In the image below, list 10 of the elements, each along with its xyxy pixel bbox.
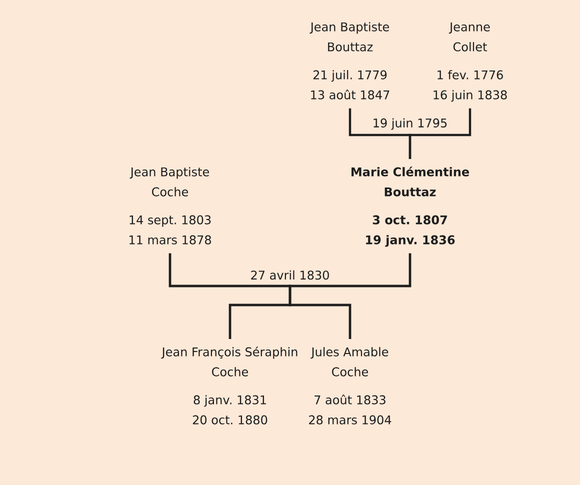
connector-line <box>408 108 472 159</box>
person-entry: Jeanne Collet 1 fev. 1776 16 juin 1838 <box>434 22 507 102</box>
person-entry: Jean Baptiste Bouttaz 21 juil. 1779 13 août 1847 <box>310 22 390 100</box>
connector-line <box>288 253 412 339</box>
person-entry: Marie Clémentine Bouttaz 3 oct. 1807 19 janv. 1836 <box>352 166 469 247</box>
person-entry: Jean Baptiste Coche 14 sept. 1803 11 mars 1878 <box>130 167 211 244</box>
edge-label: 27 avril 1830 <box>249 269 331 281</box>
person-entry: Jules Amable Coche 7 août 1833 28 mars 1904 <box>309 347 392 424</box>
person-entry: Jean François Séraphin Coche 8 janv. 1831 20 oct. 1880 <box>161 346 298 424</box>
edge-label: 19 juin 1795 <box>371 117 449 131</box>
